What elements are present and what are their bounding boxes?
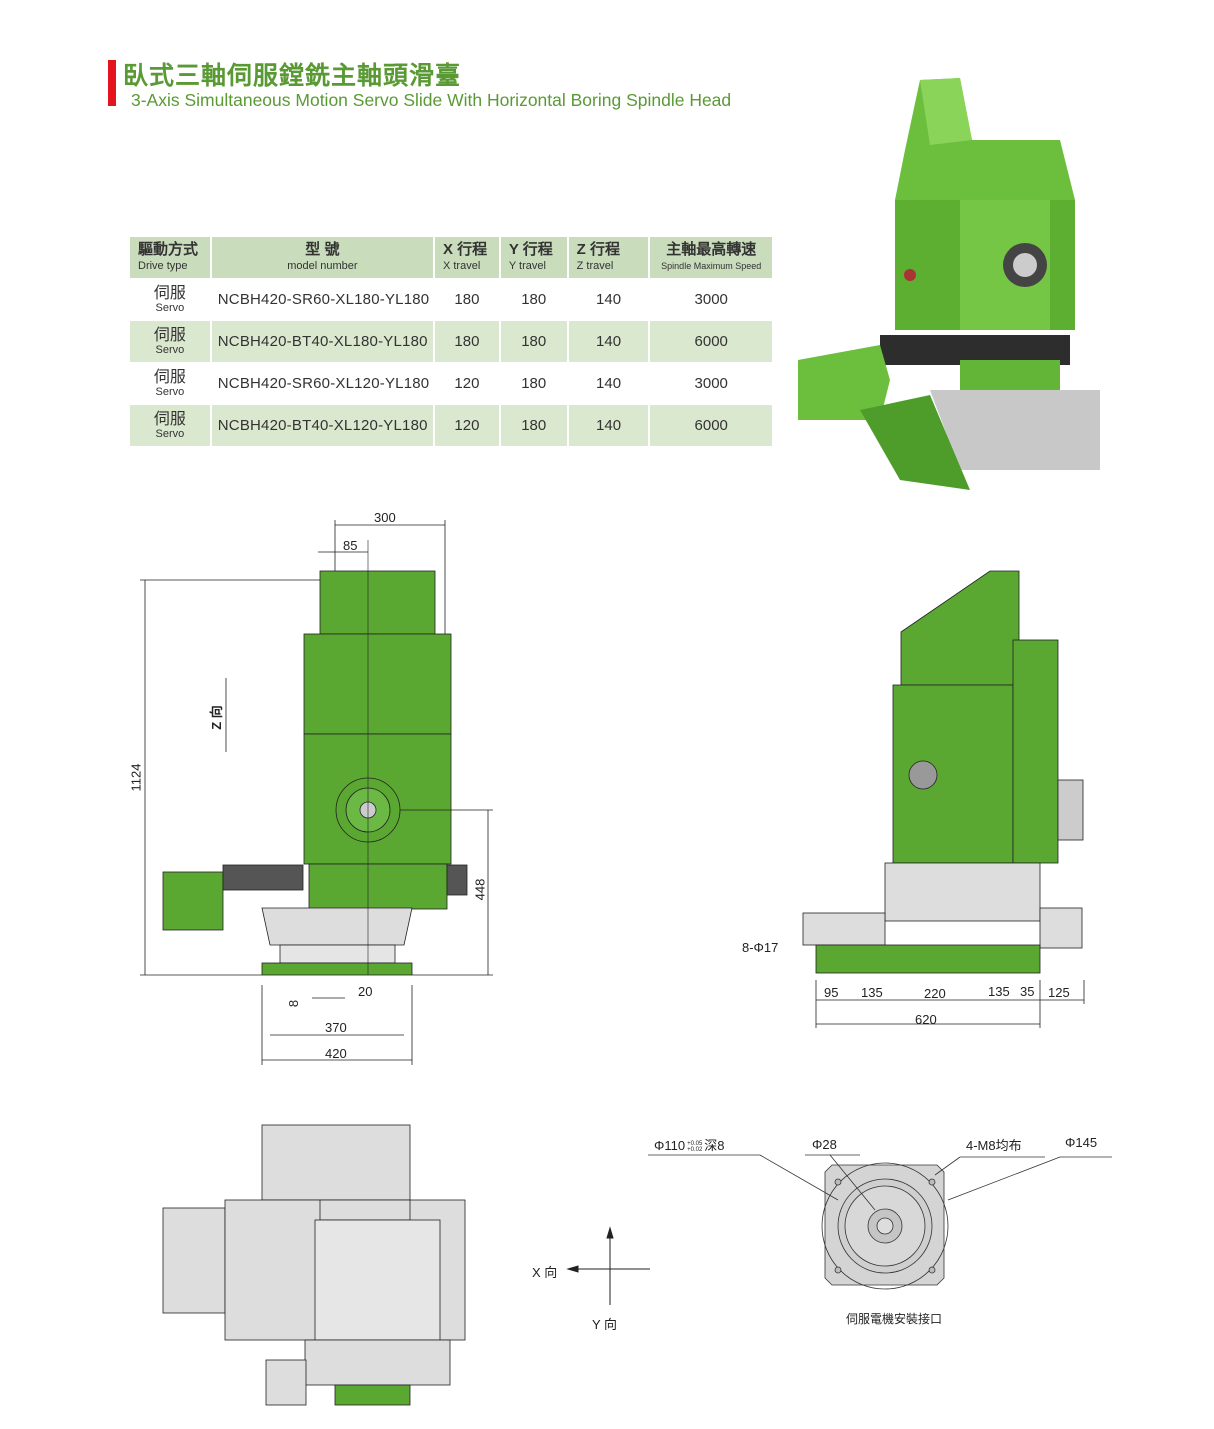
machine-photo [798,78,1100,490]
motor-interface-caption: 伺服電機安裝接口 [846,1312,943,1326]
page-subtitle: 3-Axis Simultaneous Motion Servo Slide W… [131,90,732,110]
x-direction-label: X 向 [532,1265,558,1280]
page-title: 臥式三軸伺服鏜銑主軸頭滑臺 [123,61,462,90]
tol-lower: +0.02 [687,1146,703,1153]
title-accent-bar [108,60,116,106]
bolts-callout: 4-M8均布 [966,1138,1022,1153]
dim-448: 448 [472,878,488,901]
cell-z-travel: 140 [568,404,649,446]
cell-y-travel: 180 [500,404,567,446]
cell-spindle-speed: 3000 [650,362,772,404]
dim-420: 420 [325,1046,347,1061]
dim-35: 35 [1020,984,1035,999]
drive-en: Servo [155,427,185,440]
bore-dia: Φ110 [654,1138,686,1153]
tol-upper: +0.05 [687,1140,703,1147]
dim-135b: 135 [988,984,1010,999]
axis-direction-indicator [566,1226,650,1305]
dim-135a: 135 [861,985,883,1000]
dim-220: 220 [924,986,946,1001]
dim-125: 125 [1048,985,1070,1000]
dim-20: 20 [358,984,373,999]
holes-8-phi17: 8-Φ17 [742,940,779,955]
drive-en: Servo [155,385,185,398]
dim-620: 620 [915,1012,937,1027]
cell-spindle-speed: 3000 [650,278,772,320]
drive-en: Servo [155,301,185,314]
dim-1124: 1124 [128,763,144,792]
cell-z-travel: 140 [568,278,649,320]
cell-x-travel: 120 [434,404,499,446]
shaft-callout: Φ28 [812,1137,837,1152]
dim-300: 300 [374,510,396,525]
motor-interface-drawing [648,1154,1112,1290]
dim-8: 8 [286,999,302,1008]
pcd-callout: Φ145 [1065,1135,1098,1150]
cell-z-travel: 140 [568,320,649,362]
bore-depth: 深8 [704,1138,725,1153]
cell-y-travel: 180 [500,320,567,362]
cell-x-travel: 120 [434,362,499,404]
drive-en: Servo [155,343,185,356]
drive-zh: 伺服 [153,326,186,344]
dim-85: 85 [343,538,358,553]
drive-zh: 伺服 [153,368,186,386]
cell-spindle-speed: 6000 [650,404,772,446]
z-direction-label: Z 向 [208,705,224,730]
drive-zh: 伺服 [153,284,186,302]
cell-spindle-speed: 6000 [650,320,772,362]
cell-model: NCBH420-SR60-XL180-YL180 [211,278,433,320]
drive-zh: 伺服 [153,410,186,428]
front-view-drawing [140,520,493,1065]
cell-y-travel: 180 [500,278,567,320]
cell-x-travel: 180 [434,320,499,362]
cell-z-travel: 140 [568,362,649,404]
top-view-drawing [162,1124,466,1406]
side-view-drawing [802,570,1085,1028]
cell-model: NCBH420-SR60-XL120-YL180 [211,362,433,404]
cell-x-travel: 180 [434,278,499,320]
cell-y-travel: 180 [500,362,567,404]
dim-95: 95 [824,985,839,1000]
cell-model: NCBH420-BT40-XL120-YL180 [211,404,433,446]
y-direction-label: Y 向 [592,1317,618,1332]
dim-370: 370 [325,1020,347,1035]
cell-model: NCBH420-BT40-XL180-YL180 [211,320,433,362]
